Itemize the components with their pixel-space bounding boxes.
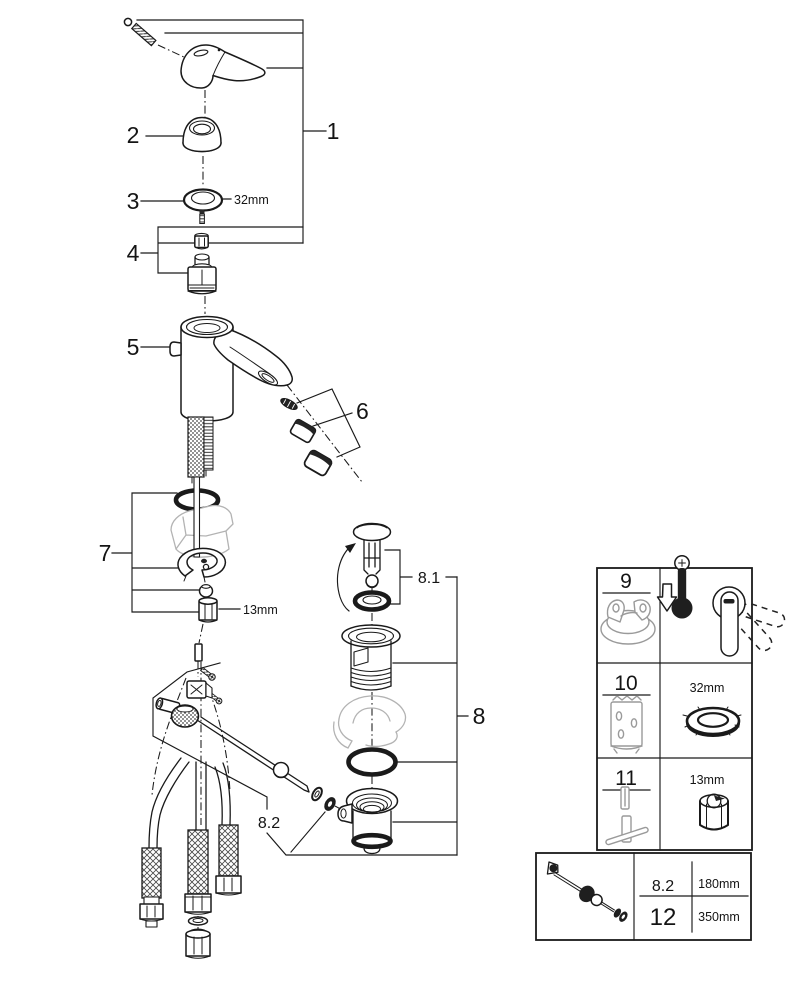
faucet-body-icon <box>169 315 293 486</box>
rod-table-number-12: 12 <box>650 904 677 931</box>
callout-8-1: 8.1 <box>418 570 440 587</box>
table-number-9: 9 <box>620 570 632 593</box>
sink-cross-section-ghost <box>332 695 407 749</box>
ring-nut-icon <box>682 706 742 737</box>
rod-table-length-180: 180mm <box>698 877 740 891</box>
callout-2: 2 <box>127 122 140 148</box>
pop-up-rod-linkage-icon <box>155 643 336 811</box>
ceramic-cartridge-icon <box>187 253 217 295</box>
axis-dash-lines <box>151 44 373 929</box>
rod-length-table: 8.2 180mm 12 350mm <box>535 852 752 941</box>
callout-4: 4 <box>127 240 140 266</box>
table-dim-13mm: 13mm <box>690 773 725 787</box>
callout-8: 8 <box>473 703 486 729</box>
cartridge-nut-icon <box>194 232 209 250</box>
handle-dome-cap-icon <box>182 116 222 153</box>
cartridge-extraction-tool-icon <box>610 695 643 754</box>
rod-table-length-350: 350mm <box>698 910 740 924</box>
callout-13mm: 13mm <box>243 603 278 617</box>
hex-nut-icon <box>699 793 729 831</box>
mounting-stack <box>170 476 234 623</box>
drain-upper-sleeve-icon <box>341 624 401 691</box>
table-number-11: 11 <box>615 767 637 790</box>
aerator-parts-icon <box>280 398 333 477</box>
temperature-limiter-ring-icon <box>600 599 656 645</box>
rod-table-number-8-2: 8.2 <box>652 878 674 895</box>
callout-32mm: 32mm <box>234 193 269 207</box>
cartridge-ring-icon <box>182 188 224 212</box>
callout-7: 7 <box>99 540 112 566</box>
socket-wrench-tool-icon <box>605 786 649 846</box>
callout-5: 5 <box>127 334 140 360</box>
parts-table: 9 10 <box>596 555 786 851</box>
drain-o-ring-icon <box>346 747 398 777</box>
callout-6: 6 <box>356 398 369 424</box>
callout-3: 3 <box>127 188 140 214</box>
drain-stopper-icon <box>336 522 392 612</box>
callout-8-2: 8.2 <box>258 815 280 832</box>
callout-1: 1 <box>327 118 340 144</box>
flex-hoses-icon <box>139 757 242 959</box>
callout-labels: 1 2 3 32mm 4 5 6 7 13mm 8.1 8 8.2 <box>99 118 486 832</box>
table-number-10: 10 <box>614 672 637 695</box>
lever-handle-icon <box>180 44 266 89</box>
cartridge-screw-icon <box>199 209 205 224</box>
thermometer-arrow-lever-icon <box>656 555 786 657</box>
callout-brackets <box>111 19 469 856</box>
pop-up-rod-assembly-icon <box>546 861 628 922</box>
drain-lower-body-icon <box>337 787 399 855</box>
table-dim-32mm: 32mm <box>690 681 725 695</box>
handle-set-screw-icon <box>123 17 157 47</box>
